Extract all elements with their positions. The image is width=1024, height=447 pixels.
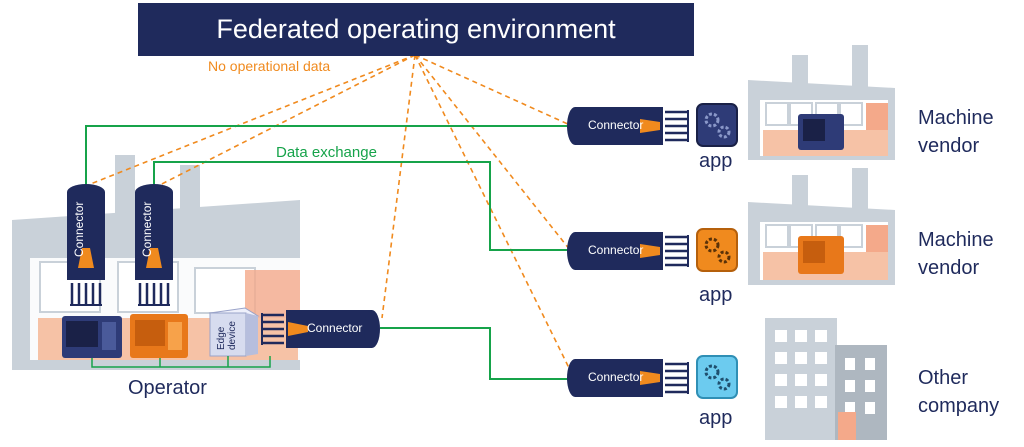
vendor2-label-line1: Machine [918, 229, 994, 251]
connector-label: Connector [140, 201, 154, 257]
diagram-title: Federated operating environment [216, 14, 616, 44]
vendor2-label-line2: vendor [918, 257, 980, 279]
app-icon-1 [696, 103, 738, 147]
right-connector-1 [567, 107, 689, 145]
vendor1-factory [748, 45, 895, 160]
app-label: app [699, 284, 733, 306]
vendor1-label-line1: Machine [918, 107, 994, 129]
no-data-lines [87, 54, 571, 371]
edge-connector [261, 310, 380, 348]
other-company-building [765, 318, 887, 440]
connector-label: Connector [588, 118, 644, 132]
connector-label: Connector [72, 201, 86, 257]
vertical-connector-2 [135, 184, 173, 306]
data-exchange-lines [85, 125, 572, 380]
right-connector-2 [567, 232, 689, 270]
edge-device-label: Edge device [216, 321, 238, 350]
vendor1-label-line2: vendor [918, 135, 980, 157]
title-banner: Federated operating environment [138, 3, 694, 56]
vendor2-factory [748, 168, 895, 285]
app-icon-2 [696, 228, 738, 272]
operator-label: Operator [128, 377, 207, 399]
app-icon-3 [696, 355, 738, 399]
vertical-connector-1 [67, 184, 105, 306]
right-connector-3 [567, 359, 689, 397]
connector-label: Connector [588, 243, 644, 257]
other-label-line2: company [918, 395, 1000, 417]
other-label-line1: Other [918, 367, 969, 389]
app-label: app [699, 407, 733, 429]
no-data-label: No operational data [208, 58, 331, 74]
connector-label: Connector [307, 321, 363, 335]
connector-label: Connector [588, 370, 644, 384]
app-label: app [699, 150, 733, 172]
data-exchange-label: Data exchange [276, 144, 377, 161]
